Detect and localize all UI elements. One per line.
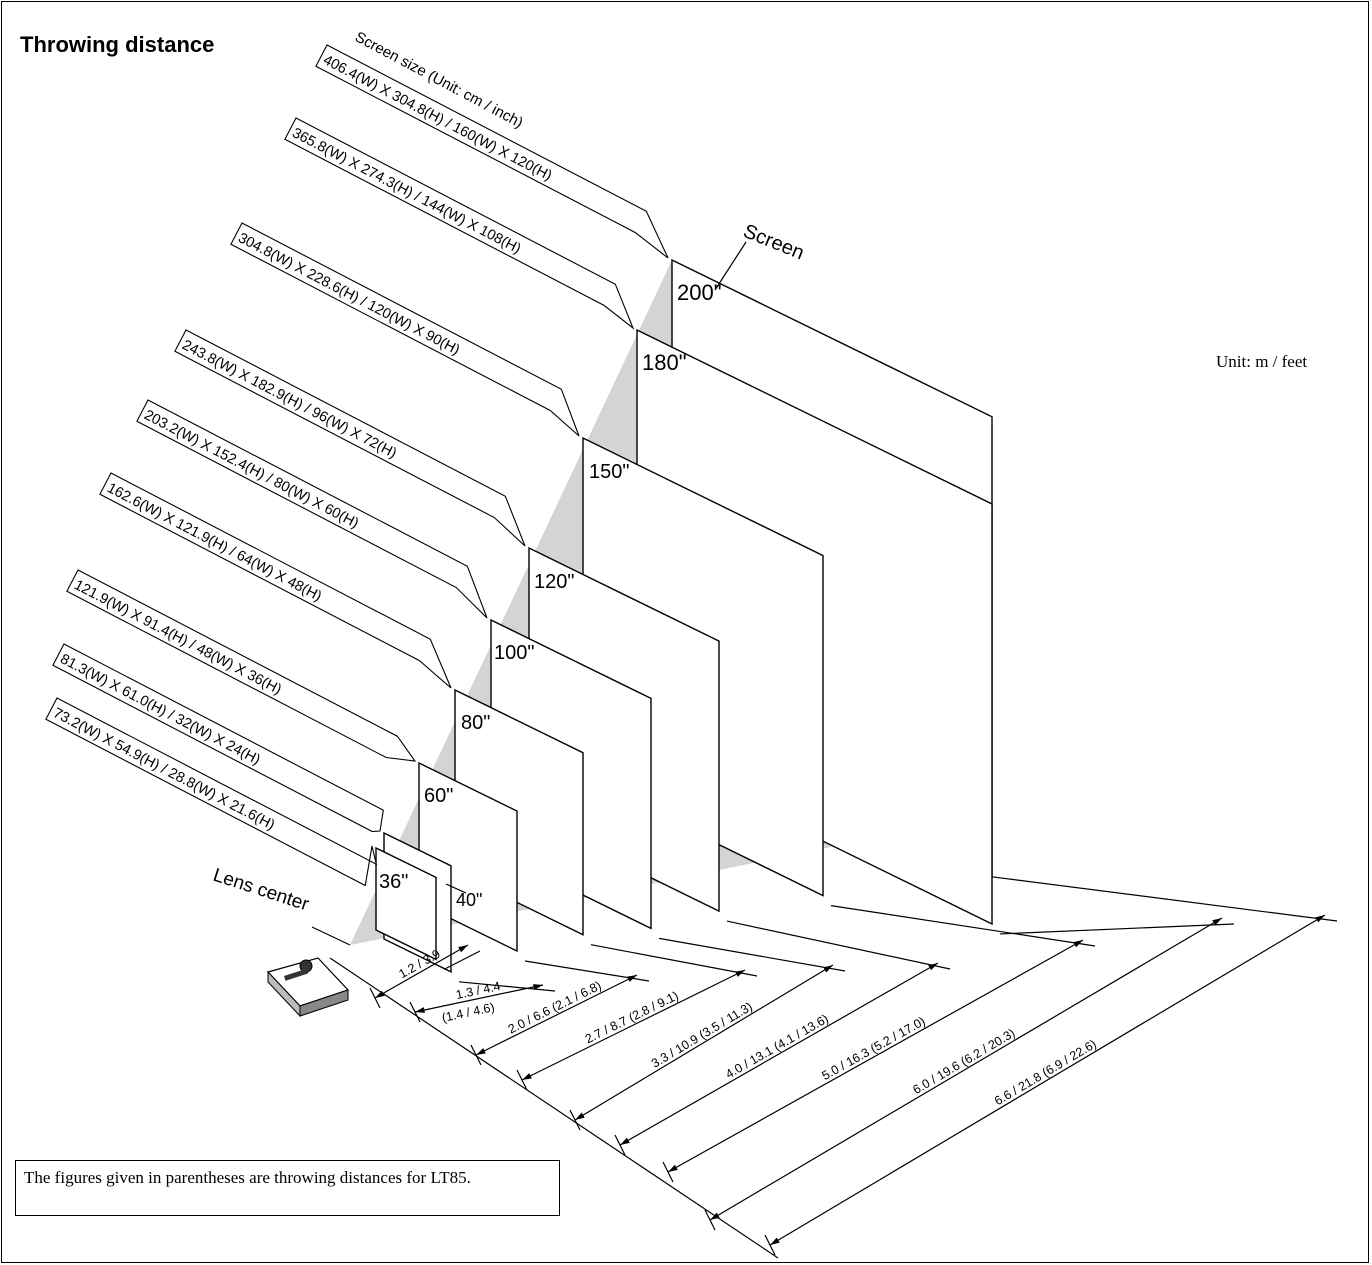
dimension-line: [414, 984, 544, 1013]
arrow-head: [823, 965, 833, 973]
screen-dimension-text: 304.8(W) X 228.6(H) / 120(W) X 90(H): [235, 230, 462, 358]
screen-size-label: 200": [677, 280, 722, 305]
projector-side: [299, 989, 349, 1017]
leader-line: [445, 883, 467, 894]
screen-size-label: 100": [494, 642, 534, 664]
screen-label: Screen: [740, 220, 807, 264]
distance-text: 6.6 / 21.8 (6.9 / 22.6): [992, 1037, 1099, 1108]
arrow-head: [1315, 915, 1325, 923]
screen-size-label: 180": [642, 350, 687, 375]
projector-panel: [284, 968, 309, 981]
extension-line: [590, 944, 758, 977]
dimension-line: [667, 939, 1084, 1173]
size-callout: [230, 222, 580, 437]
screen-leader: [714, 241, 747, 291]
screen-36in: [375, 846, 437, 961]
base-line: [329, 957, 779, 1259]
distance-text-alt: (1.4 / 4.6): [441, 1000, 496, 1025]
arrow-head: [575, 1112, 585, 1120]
dimension-line: [475, 974, 638, 1056]
arrow-head: [458, 945, 468, 953]
dimension-line: [769, 914, 1326, 1246]
extension-line: [726, 920, 951, 970]
arrow-head: [1212, 918, 1222, 926]
dimension-line: [574, 964, 834, 1121]
arrow-head: [770, 1237, 780, 1245]
arrow-head: [1073, 940, 1083, 948]
extension-line: [999, 923, 1235, 935]
arrow-head: [928, 963, 938, 971]
arrow-head: [735, 970, 745, 977]
screen-size-label: 36": [379, 871, 408, 893]
extension-line: [458, 981, 556, 992]
dimension-line: [521, 969, 746, 1081]
distance-text: 4.0 / 13.1 (4.1 / 13.6): [723, 1012, 831, 1082]
dimension-line: [709, 917, 1223, 1221]
arrow-head: [476, 1048, 486, 1055]
distance-text: 5.0 / 16.3 (5.2 / 17.0): [819, 1014, 927, 1083]
arrow-head: [522, 1073, 532, 1080]
dimension-line: [374, 944, 469, 999]
screen-size-label: 150": [589, 461, 629, 483]
arrow-head: [668, 1164, 678, 1172]
distance-text: 6.0 / 19.6 (6.2 / 20.3): [910, 1026, 1017, 1097]
unit-label: Unit: m / feet: [1216, 352, 1308, 371]
screen-dimension-text: 73.2(W) X 54.9(H) / 28.8(W) X 21.6(H): [50, 705, 277, 833]
dimension-line: [619, 962, 939, 1146]
size-callout: [52, 643, 384, 833]
size-callout: [99, 472, 452, 689]
extension-line: [830, 905, 1096, 947]
size-callout: [45, 697, 378, 887]
size-callout: [136, 399, 488, 619]
distance-text: 2.7 / 8.7 (2.8 / 9.1): [583, 989, 681, 1047]
screen-size-label: 60": [424, 785, 453, 807]
page-title: Throwing distance: [20, 32, 215, 57]
size-callout: [66, 569, 417, 762]
extension-line: [991, 876, 1338, 922]
size-callout: [174, 329, 526, 547]
extension-line: [658, 937, 846, 972]
note-box: The figures given in parentheses are thr…: [15, 1160, 560, 1216]
screen-size-label: 40": [456, 890, 482, 910]
arrow-head: [620, 1137, 630, 1145]
size-callout: [315, 44, 669, 259]
lens-leader: [311, 926, 351, 946]
extension-line: [443, 950, 481, 970]
size-callout: [284, 117, 635, 330]
screen-size-label: 120": [534, 571, 574, 593]
arrow-head: [627, 975, 637, 982]
screen-size-label: 80": [461, 712, 490, 734]
arrow-head: [415, 1007, 425, 1013]
arrow-head: [533, 984, 543, 990]
lens-center-label: Lens center: [210, 865, 312, 916]
